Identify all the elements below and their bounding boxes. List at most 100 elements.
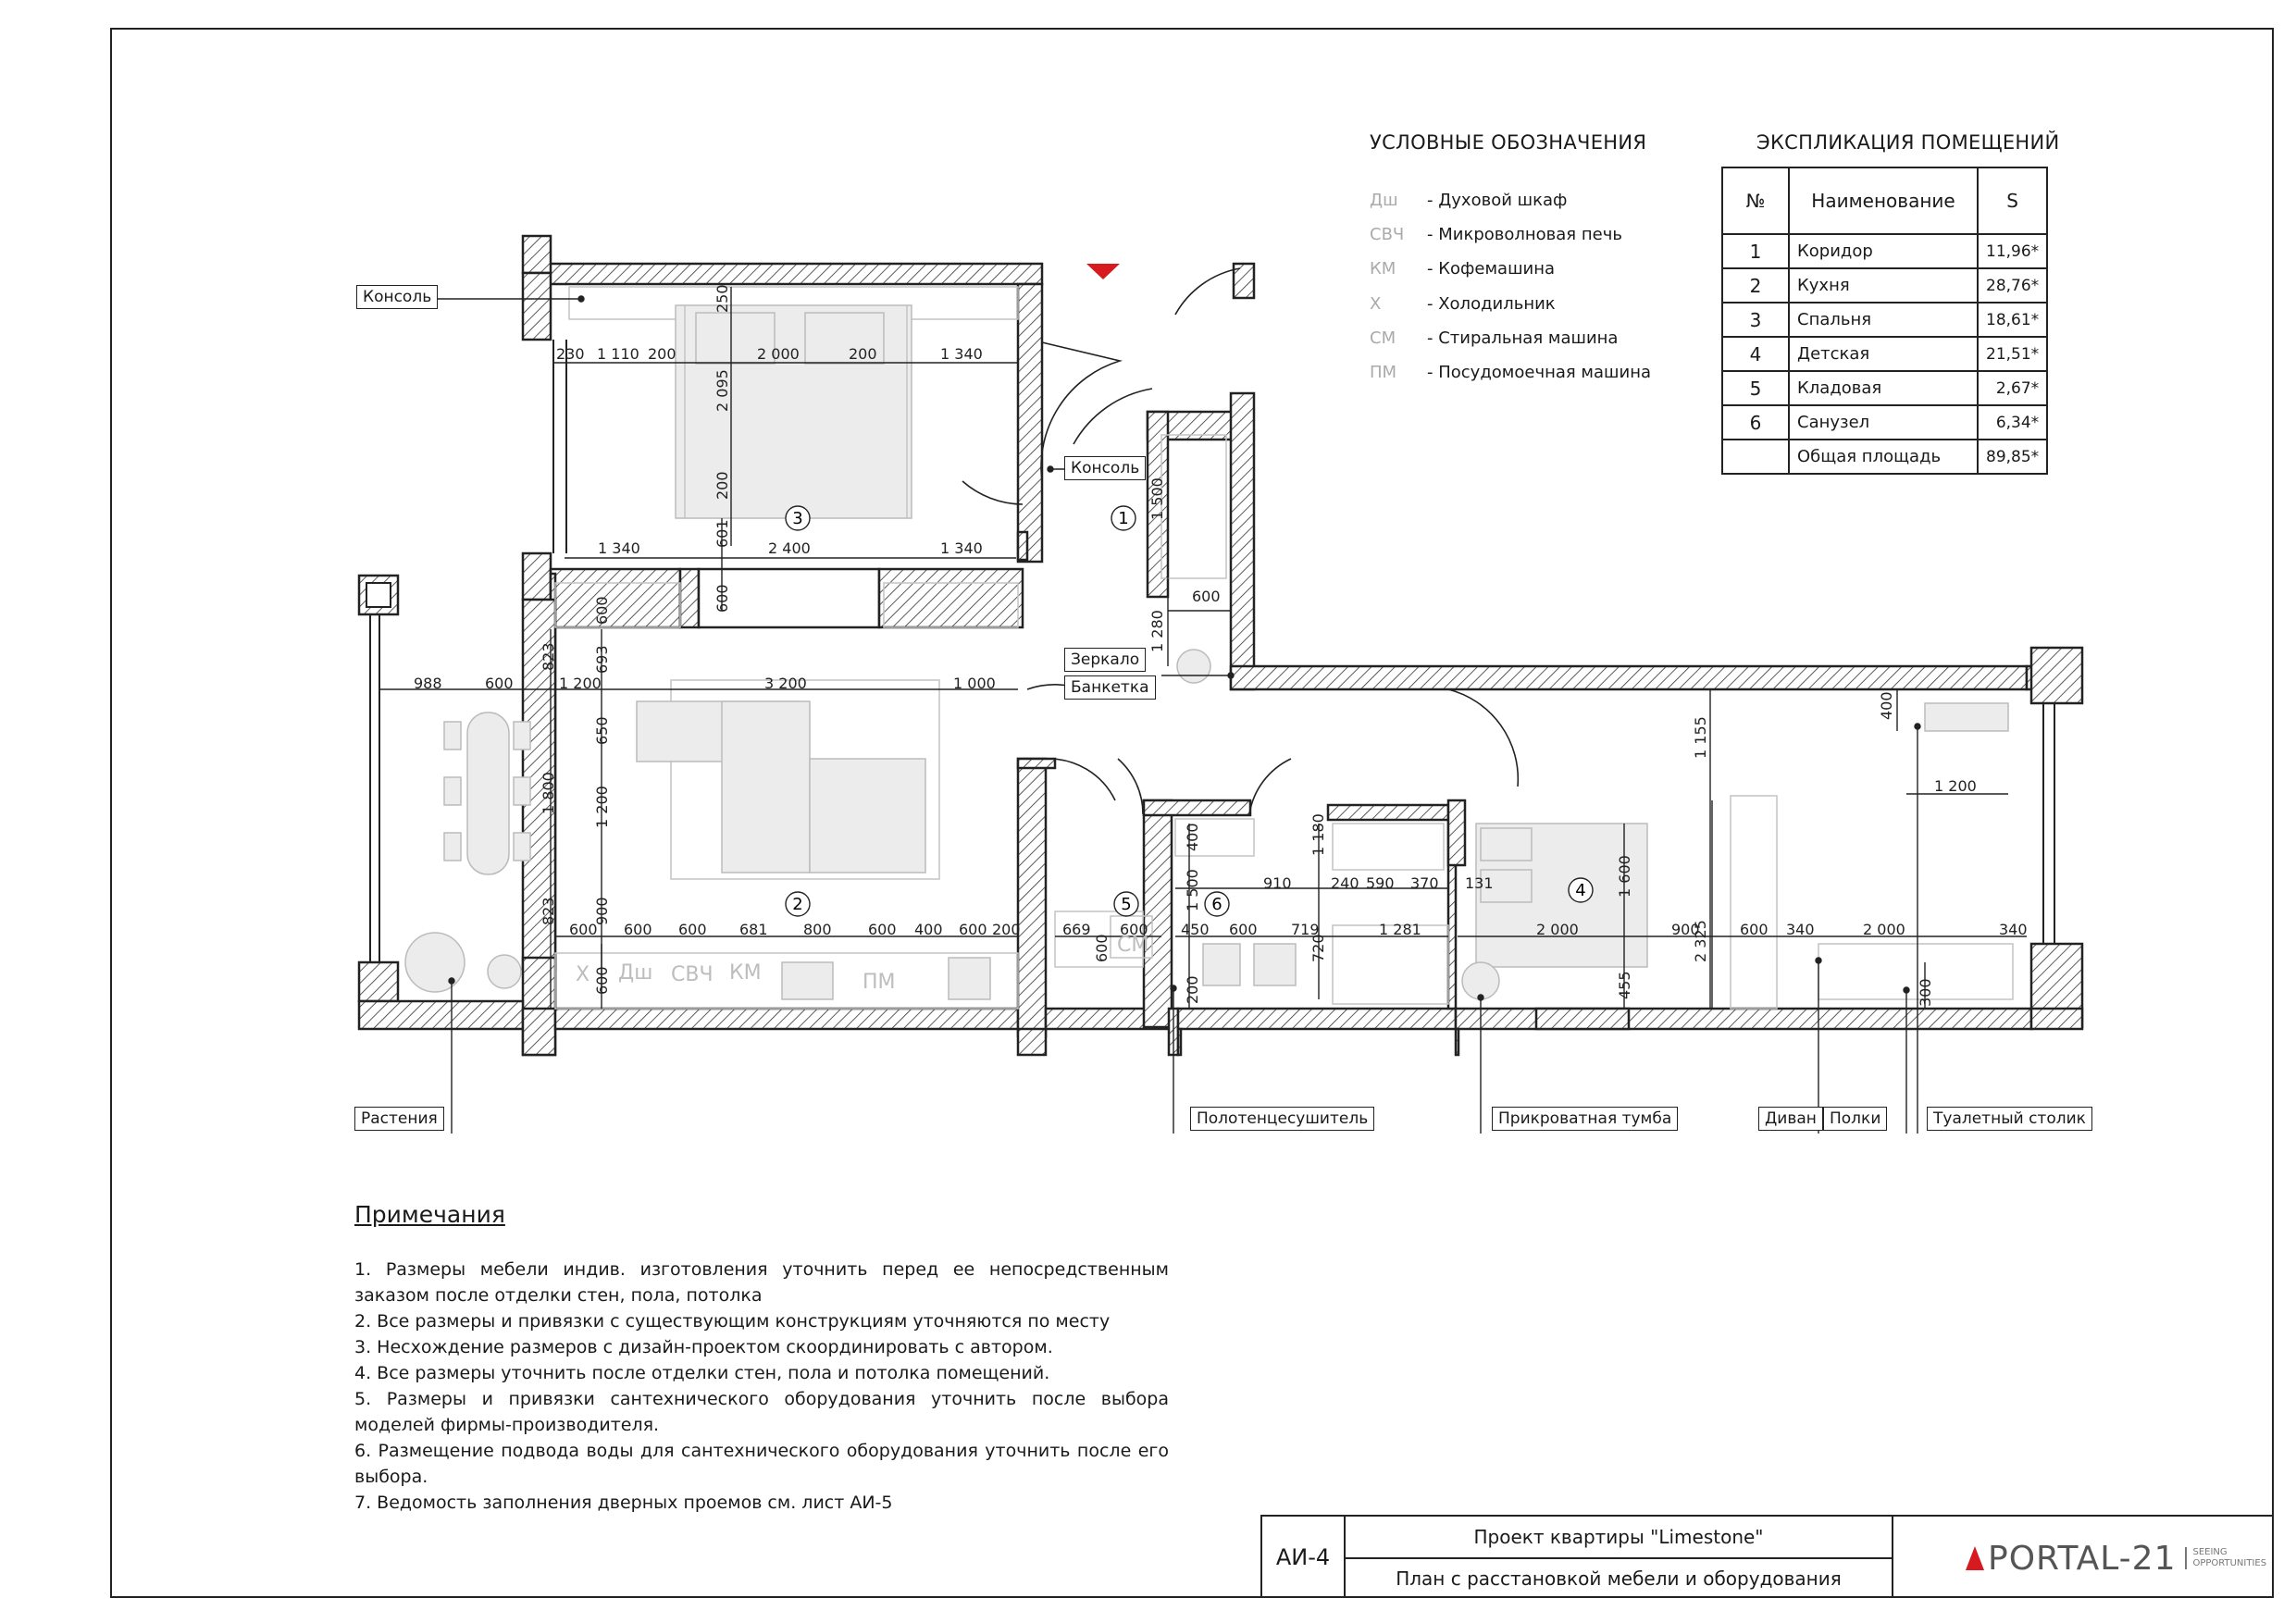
svg-text:1 200: 1 200 xyxy=(1934,777,1977,795)
room-label-5: 5 xyxy=(1121,895,1131,914)
room-label-1: 1 xyxy=(1118,509,1128,528)
room-markers: 3 1 2 5 6 4 xyxy=(785,505,1594,917)
svg-text:450: 450 xyxy=(1181,921,1210,938)
svg-text:600: 600 xyxy=(569,921,598,938)
svg-text:1 500: 1 500 xyxy=(1148,477,1166,520)
legend-title: УСЛОВНЫЕ ОБОЗНАЧЕНИЯ xyxy=(1370,131,1647,154)
title-block: АИ-4 Проект квартиры "Limestone" План с … xyxy=(1260,1515,2274,1598)
room-marker-4 xyxy=(1568,877,1594,903)
note-item: 7. Ведомость заполнения дверных проемов … xyxy=(354,1493,893,1513)
svg-text:1 340: 1 340 xyxy=(940,345,983,363)
svg-text:1 500: 1 500 xyxy=(1184,869,1201,911)
room-marker-3 xyxy=(785,505,811,531)
note-item: 5. Размеры и привязки сантехнического об… xyxy=(354,1389,1169,1435)
logo-triangle-icon xyxy=(1966,1546,1984,1570)
note-item: 1. Размеры мебели индив. изготовления ут… xyxy=(354,1259,1169,1306)
svg-text:2 095: 2 095 xyxy=(714,369,731,412)
svg-text:600: 600 xyxy=(485,675,514,692)
header-name: Наименование xyxy=(1788,167,1979,235)
svg-text:400: 400 xyxy=(914,921,943,938)
appliance-fridge: Х xyxy=(576,963,590,986)
appliance-oven: Дш xyxy=(618,961,652,985)
sheet-subtitle: План с расстановкой мебели и оборудовани… xyxy=(1346,1559,1893,1598)
callout-console-top: Консоль xyxy=(356,285,439,309)
svg-text:200: 200 xyxy=(849,345,877,363)
svg-text:240: 240 xyxy=(1331,874,1359,892)
callout-mirror: Зеркало xyxy=(1064,648,1147,672)
note-item: 3. Несхождение размеров с дизайн-проекто… xyxy=(354,1337,1053,1357)
svg-text:600: 600 xyxy=(593,596,611,625)
callout-console-mid: Консоль xyxy=(1064,456,1147,480)
svg-text:1 281: 1 281 xyxy=(1379,921,1421,938)
svg-text:590: 590 xyxy=(1366,874,1395,892)
room-marker-6 xyxy=(1204,891,1230,917)
svg-text:600: 600 xyxy=(678,921,707,938)
svg-text:823: 823 xyxy=(540,897,557,925)
svg-text:1 110: 1 110 xyxy=(597,345,639,363)
appliance-labels: Х Дш СВЧ КМ ПМ СМ xyxy=(576,934,1148,994)
svg-text:1 340: 1 340 xyxy=(940,539,983,557)
callout-bench: Банкетка xyxy=(1064,675,1156,700)
svg-text:2 400: 2 400 xyxy=(768,539,811,557)
callout-nightstand: Прикроватная тумба xyxy=(1492,1107,1679,1131)
svg-text:823: 823 xyxy=(540,642,557,671)
notes-title: Примечания xyxy=(354,1201,505,1228)
dimension-lines xyxy=(379,287,2027,1009)
callout-vanity: Туалетный столик xyxy=(1927,1107,2092,1131)
svg-text:600: 600 xyxy=(959,921,987,938)
svg-text:300: 300 xyxy=(1917,978,1934,1007)
room-marker-2 xyxy=(785,891,811,917)
appliance-washer: СМ xyxy=(1117,934,1148,957)
svg-text:1 200: 1 200 xyxy=(593,786,611,828)
svg-text:1 180: 1 180 xyxy=(1309,813,1327,856)
sheet-frame xyxy=(110,28,2274,1598)
legend-item: КМ- Кофемашина xyxy=(1370,259,1556,279)
svg-text:1 600: 1 600 xyxy=(1616,855,1633,898)
svg-text:669: 669 xyxy=(1062,921,1091,938)
doors xyxy=(962,267,1520,815)
svg-text:900: 900 xyxy=(593,897,611,925)
svg-text:600: 600 xyxy=(714,584,731,613)
appliance-microwave: СВЧ xyxy=(671,963,714,986)
legend-item: Х- Холодильник xyxy=(1370,294,1556,314)
svg-text:988: 988 xyxy=(414,675,442,692)
svg-text:230: 230 xyxy=(556,345,585,363)
svg-text:340: 340 xyxy=(1786,921,1815,938)
legend-item: СВЧ- Микроволновая печь xyxy=(1370,225,1622,244)
room-label-2: 2 xyxy=(792,895,802,914)
furniture xyxy=(404,286,2014,1010)
header-num: № xyxy=(1721,167,1790,235)
project-name: Проект квартиры "Limestone" xyxy=(1346,1517,1893,1559)
svg-text:600: 600 xyxy=(1120,921,1148,938)
svg-text:1 280: 1 280 xyxy=(1148,610,1166,652)
svg-text:400: 400 xyxy=(1184,823,1201,851)
svg-text:400: 400 xyxy=(1878,691,1895,720)
svg-text:370: 370 xyxy=(1410,874,1439,892)
table-header-row: № Наименование S xyxy=(1721,167,2049,235)
legend-item: ПМ- Посудомоечная машина xyxy=(1370,363,1651,382)
note-item: 4. Все размеры уточнить после отделки ст… xyxy=(354,1363,1050,1383)
walls xyxy=(357,234,2084,1057)
legend-item: СМ- Стиральная машина xyxy=(1370,328,1619,348)
callout-plants: Растения xyxy=(354,1107,444,1131)
svg-text:720: 720 xyxy=(1309,934,1327,962)
room-label-3: 3 xyxy=(792,509,802,528)
svg-text:131: 131 xyxy=(1465,874,1494,892)
callout-shelves: Полки xyxy=(1823,1107,1888,1131)
svg-text:600: 600 xyxy=(1093,934,1111,962)
svg-text:3 200: 3 200 xyxy=(764,675,807,692)
svg-text:200: 200 xyxy=(648,345,676,363)
callout-sofa: Диван xyxy=(1758,1107,1823,1131)
notes-list: 1. Размеры мебели индив. изготовления ут… xyxy=(354,1257,1169,1516)
svg-text:1 340: 1 340 xyxy=(598,539,640,557)
svg-text:600: 600 xyxy=(593,966,611,995)
